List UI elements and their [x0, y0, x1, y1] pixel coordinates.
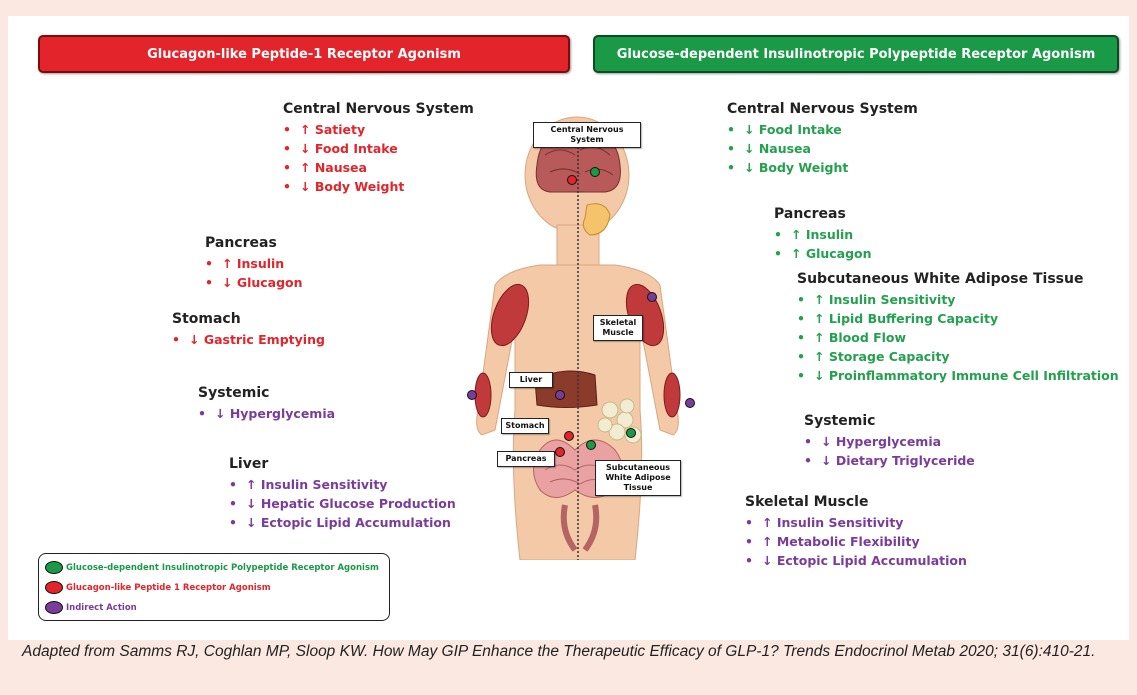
citation: Adapted from Samms RJ, Coghlan MP, Sloop…: [22, 641, 1122, 662]
right-cns-item: ↓ Body Weight: [727, 158, 918, 177]
legend-indirect-label: Indirect Action: [66, 603, 137, 613]
right-swat-item: ↑ Lipid Buffering Capacity: [797, 309, 1119, 328]
left-pancreas-title: Pancreas: [205, 235, 303, 251]
right-swat-item: ↑ Blood Flow: [797, 328, 1119, 347]
right-swat-title: Subcutaneous White Adipose Tissue: [797, 271, 1119, 287]
right-muscle-item: ↑ Metabolic Flexibility: [745, 532, 967, 551]
body-figure: Central Nervous System Skeletal Muscle L…: [445, 110, 710, 560]
label-cns: Central Nervous System: [533, 122, 641, 148]
right-cns-group: Central Nervous System ↓ Food Intake ↓ N…: [727, 101, 918, 177]
right-swat-item: ↑ Insulin Sensitivity: [797, 290, 1119, 309]
left-pancreas-item: ↑ Insulin: [205, 254, 303, 273]
right-pancreas-title: Pancreas: [774, 206, 872, 222]
label-skeletal-muscle: Skeletal Muscle: [593, 315, 643, 341]
left-pancreas-group: Pancreas ↑ Insulin ↓ Glucagon: [205, 235, 303, 292]
right-muscle-group: Skeletal Muscle ↑ Insulin Sensitivity ↑ …: [745, 494, 967, 570]
legend: Glucose-dependent Insulinotropic Polypep…: [38, 553, 390, 621]
right-swat-group: Subcutaneous White Adipose Tissue ↑ Insu…: [797, 271, 1119, 385]
label-stomach: Stomach: [501, 418, 549, 434]
left-stomach-item: ↓ Gastric Emptying: [172, 330, 325, 349]
label-pancreas: Pancreas: [497, 451, 555, 467]
left-liver-item: ↓ Hepatic Glucose Production: [229, 494, 456, 513]
right-pancreas-item: ↑ Glucagon: [774, 244, 872, 263]
right-systemic-item: ↓ Dietary Triglyceride: [804, 451, 975, 470]
right-cns-item: ↓ Nausea: [727, 139, 918, 158]
right-cns-title: Central Nervous System: [727, 101, 918, 117]
right-systemic-group: Systemic ↓ Hyperglycemia ↓ Dietary Trigl…: [804, 413, 975, 470]
legend-indirect: Indirect Action: [45, 601, 137, 614]
legend-glp1-label: Glucagon-like Peptide 1 Receptor Agonism: [66, 583, 271, 593]
right-muscle-title: Skeletal Muscle: [745, 494, 967, 510]
green-dot-icon: [45, 561, 63, 574]
left-liver-group: Liver ↑ Insulin Sensitivity ↓ Hepatic Gl…: [229, 456, 456, 532]
left-liver-item: ↑ Insulin Sensitivity: [229, 475, 456, 494]
right-systemic-item: ↓ Hyperglycemia: [804, 432, 975, 451]
left-pancreas-item: ↓ Glucagon: [205, 273, 303, 292]
legend-gip-label: Glucose-dependent Insulinotropic Polypep…: [66, 563, 379, 573]
right-cns-item: ↓ Food Intake: [727, 120, 918, 139]
left-systemic-group: Systemic ↓ Hyperglycemia: [198, 385, 335, 423]
left-stomach-title: Stomach: [172, 311, 325, 327]
label-swat: Subcutaneous White Adipose Tissue: [595, 460, 681, 496]
right-systemic-title: Systemic: [804, 413, 975, 429]
red-dot-icon: [45, 581, 63, 594]
right-pancreas-group: Pancreas ↑ Insulin ↑ Glucagon: [774, 206, 872, 263]
left-liver-item: ↓ Ectopic Lipid Accumulation: [229, 513, 456, 532]
right-swat-item: ↓ Proinflammatory Immune Cell Infiltrati…: [797, 366, 1119, 385]
right-swat-item: ↑ Storage Capacity: [797, 347, 1119, 366]
legend-glp1: Glucagon-like Peptide 1 Receptor Agonism: [45, 581, 271, 594]
legend-gip: Glucose-dependent Insulinotropic Polypep…: [45, 561, 379, 574]
right-pancreas-item: ↑ Insulin: [774, 225, 872, 244]
right-muscle-item: ↑ Insulin Sensitivity: [745, 513, 967, 532]
left-stomach-group: Stomach ↓ Gastric Emptying: [172, 311, 325, 349]
left-liver-title: Liver: [229, 456, 456, 472]
gip-banner: Glucose-dependent Insulinotropic Polypep…: [593, 35, 1119, 73]
purple-dot-icon: [45, 601, 63, 614]
label-liver: Liver: [509, 372, 553, 388]
glp1-banner: Glucagon-like Peptide-1 Receptor Agonism: [38, 35, 570, 73]
right-muscle-item: ↓ Ectopic Lipid Accumulation: [745, 551, 967, 570]
left-systemic-item: ↓ Hyperglycemia: [198, 404, 335, 423]
left-systemic-title: Systemic: [198, 385, 335, 401]
